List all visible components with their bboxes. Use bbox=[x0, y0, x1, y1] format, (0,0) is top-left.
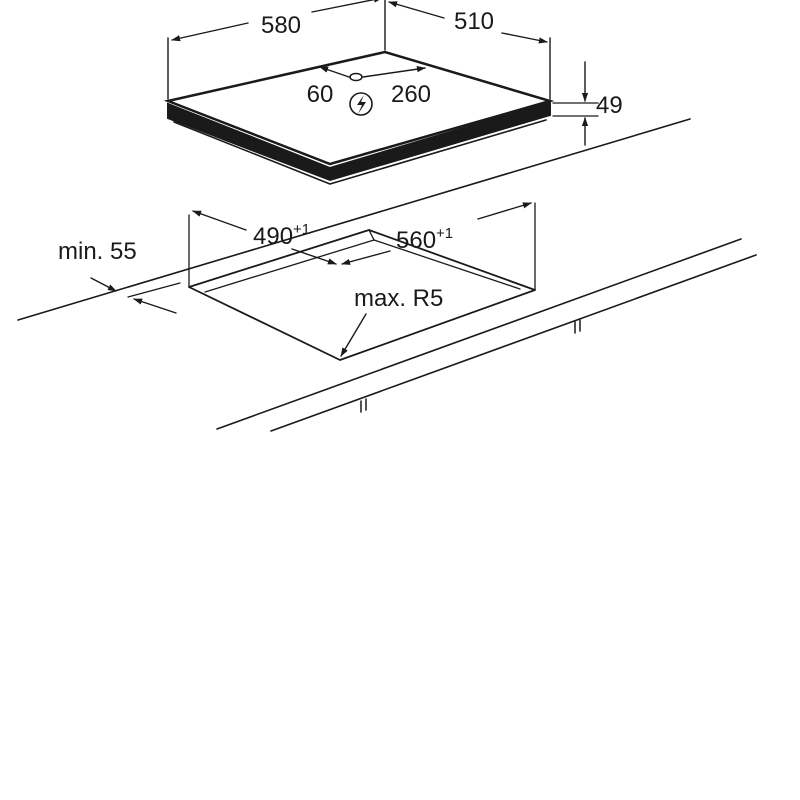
worktop-front-edge-bottom bbox=[270, 254, 757, 432]
hob-width-label: 580 bbox=[261, 12, 301, 39]
lightning-icon bbox=[349, 92, 373, 116]
hob-side-band bbox=[167, 100, 551, 182]
cable-connection-dimensions: 60 260 bbox=[307, 66, 431, 116]
dimension-cutout-width: 560+1 bbox=[341, 202, 532, 265]
cutout-inner-back bbox=[373, 239, 521, 290]
hob-height-label: 49 bbox=[596, 92, 623, 119]
cable-left-label: 60 bbox=[307, 81, 334, 108]
dimension-hob-height: 49 bbox=[552, 61, 623, 146]
cutout-inner-left bbox=[204, 239, 375, 293]
max-radius-label: max. R5 bbox=[354, 285, 443, 312]
dimension-min-distance: min. 55 bbox=[58, 238, 181, 314]
corner-radius-callout: max. R5 bbox=[340, 285, 443, 357]
cutout bbox=[188, 202, 536, 361]
min-distance-label: min. 55 bbox=[58, 238, 137, 265]
dimension-cutout-depth: 490+1 bbox=[192, 210, 337, 265]
worktop-back-edge bbox=[17, 118, 691, 321]
cable-right-label: 260 bbox=[391, 81, 431, 108]
worktop-front-edge-top bbox=[216, 238, 742, 430]
cutout-depth-label: 490+1 bbox=[253, 221, 310, 250]
dimension-hob-width: 580 bbox=[167, 0, 386, 100]
hob-frame-edge bbox=[169, 106, 549, 172]
hob bbox=[163, 50, 555, 185]
cutout-width-label: 560+1 bbox=[396, 225, 453, 254]
hob-depth-label: 510 bbox=[454, 8, 494, 35]
cable-entry-point bbox=[349, 72, 363, 82]
worktop bbox=[17, 118, 757, 432]
worktop-break-marks bbox=[360, 319, 581, 413]
hob-bottom-edge bbox=[173, 119, 547, 185]
dimension-hob-depth: 510 bbox=[388, 1, 551, 100]
cutout-corner-wall bbox=[368, 229, 375, 241]
